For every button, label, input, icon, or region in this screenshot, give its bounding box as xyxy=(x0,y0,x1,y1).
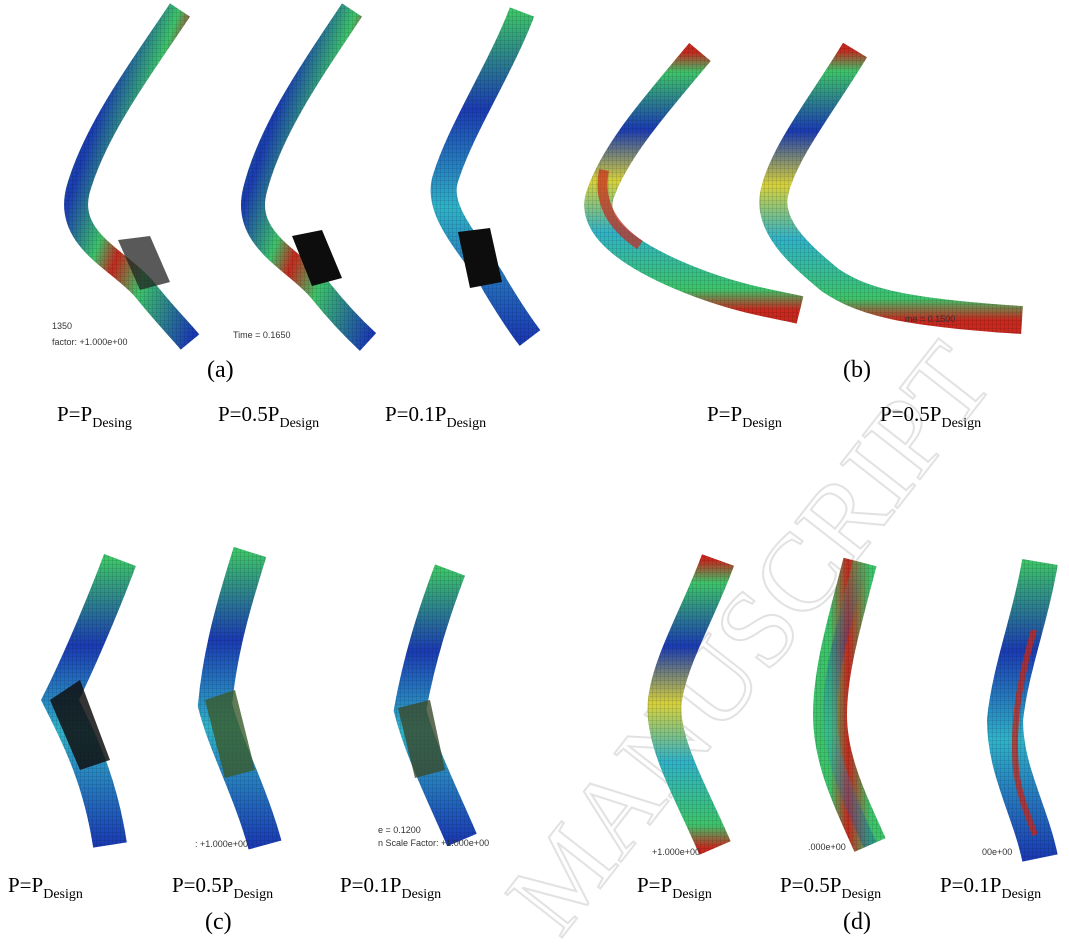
panel-a-specimen-2 xyxy=(241,3,377,351)
panel-d-caption: (d) xyxy=(843,909,871,935)
panel-a-label-2: P=0.5PDesign xyxy=(218,402,319,431)
panel-d: +1.000e+00 .000e+00 00e+00 P=PDesign P=0… xyxy=(637,554,1058,935)
panel-b-plot-text-1: me = 0.1500 xyxy=(905,314,955,324)
panel-c-label-1: P=PDesign xyxy=(8,873,83,902)
panel-a-plot-text-2: factor: +1.000e+00 xyxy=(52,337,128,347)
panel-a-specimen-3 xyxy=(430,7,541,346)
label-sub: Design xyxy=(233,887,273,902)
panel-d-label-2: P=0.5PDesign xyxy=(780,873,881,902)
panel-c-specimen-1 xyxy=(40,554,136,848)
label-main: P=0.1P xyxy=(340,873,401,897)
label-main: P=0.1P xyxy=(385,402,446,426)
panel-c-specimen-2 xyxy=(197,546,282,850)
panel-b-specimen-2 xyxy=(759,42,1023,334)
panel-b: me = 0.1500 (b) P=PDesign P=0.5PDesign xyxy=(584,42,1023,431)
panel-c-label-2: P=0.5PDesign xyxy=(172,873,273,902)
label-main: P=P xyxy=(707,402,742,426)
panel-a: 1350 factor: +1.000e+00 Time = 0.1650 (a… xyxy=(52,3,541,431)
panel-a-label-1: P=PDesing xyxy=(57,402,132,431)
panel-b-label-1: P=PDesign xyxy=(707,402,782,431)
panel-c-plot-text-2: e = 0.1200 xyxy=(378,825,421,835)
label-sub: Design xyxy=(841,887,881,902)
panel-a-caption: (a) xyxy=(207,357,234,383)
panel-d-plot-text-1: +1.000e+00 xyxy=(652,847,700,857)
panel-a-plot-text-3: Time = 0.1650 xyxy=(233,330,290,340)
panel-c-plot-text-1: : +1.000e+00 xyxy=(195,839,248,849)
label-main: P=0.5P xyxy=(172,873,233,897)
panel-c-specimen-3 xyxy=(393,564,477,847)
panel-c: : +1.000e+00 e = 0.1200 n Scale Factor: … xyxy=(8,546,489,935)
panel-d-specimen-1 xyxy=(647,554,734,855)
panel-a-plot-text-1: 1350 xyxy=(52,321,72,331)
label-sub: Design xyxy=(672,887,712,902)
label-main: P=P xyxy=(8,873,43,897)
panel-c-plot-text-3: n Scale Factor: +1.000e+00 xyxy=(378,838,489,848)
label-sub: Design xyxy=(279,416,319,431)
label-sub: Design xyxy=(401,887,441,902)
label-main: P=0.5P xyxy=(780,873,841,897)
label-main: P=P xyxy=(637,873,672,897)
label-sub: Design xyxy=(446,416,486,431)
label-main: P=0.5P xyxy=(218,402,279,426)
panel-c-caption: (c) xyxy=(205,909,232,935)
panel-b-caption: (b) xyxy=(843,357,871,383)
panel-a-label-3: P=0.1PDesign xyxy=(385,402,486,431)
label-sub: Desing xyxy=(92,416,132,431)
label-main: P=0.5P xyxy=(880,402,941,426)
panel-d-label-3: P=0.1PDesign xyxy=(940,873,1041,902)
label-sub: Design xyxy=(941,416,981,431)
panel-b-label-2: P=0.5PDesign xyxy=(880,402,981,431)
label-sub: Design xyxy=(1001,887,1041,902)
panel-d-plot-text-2: .000e+00 xyxy=(808,842,846,852)
panel-a-specimen-1 xyxy=(64,3,200,350)
label-main: P=P xyxy=(57,402,92,426)
panel-d-specimen-3 xyxy=(986,558,1058,862)
label-main: P=0.1P xyxy=(940,873,1001,897)
panel-c-label-3: P=0.1PDesign xyxy=(340,873,441,902)
panel-b-specimen-1 xyxy=(584,43,804,324)
label-sub: Design xyxy=(43,887,83,902)
panel-d-plot-text-3: 00e+00 xyxy=(982,847,1012,857)
panel-d-specimen-2 xyxy=(812,557,886,852)
panel-d-label-1: P=PDesign xyxy=(637,873,712,902)
label-sub: Design xyxy=(742,416,782,431)
